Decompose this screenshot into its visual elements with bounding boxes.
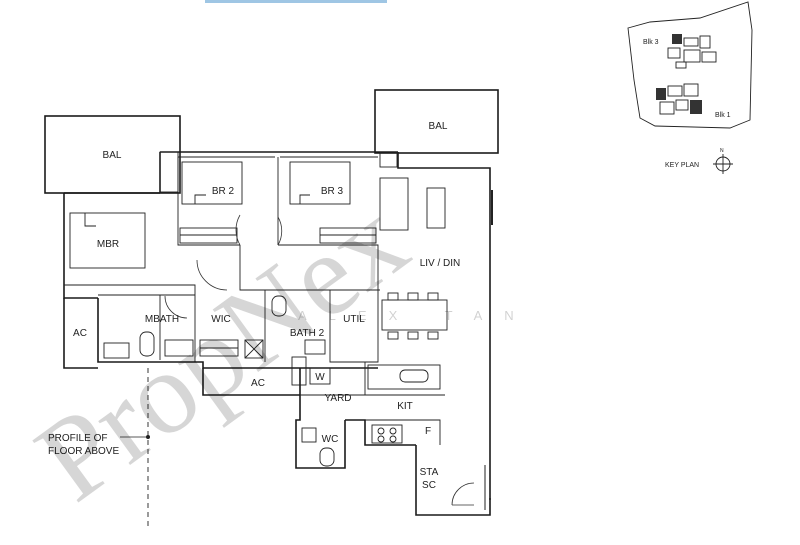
profile-note-line1: PROFILE OF (48, 433, 107, 444)
label-fridge: F (425, 426, 431, 437)
label-balcony-right: BAL (429, 121, 448, 132)
doors (164, 214, 475, 506)
label-w: W (315, 372, 325, 383)
watermark-agent: ALEX TAN (298, 308, 536, 323)
label-wic: WIC (211, 314, 230, 325)
label-mbath: MBATH (145, 314, 179, 325)
interior-walls (64, 151, 445, 515)
key-plan: Blk 3 Blk 1 KEY PLAN N (627, 1, 753, 174)
label-wc: WC (322, 434, 339, 445)
label-util: UTIL (343, 314, 365, 325)
key-plan-blk1-label: Blk 1 (715, 112, 731, 119)
label-stair-line2: SC (422, 480, 436, 491)
key-plan-block3 (667, 34, 717, 69)
label-br3: BR 3 (321, 186, 344, 197)
label-liv-din: LIV / DIN (420, 258, 461, 269)
north-label: N (720, 148, 724, 154)
label-bath2: BATH 2 (290, 328, 325, 339)
label-balcony-left: BAL (103, 150, 122, 161)
watermark-brand: PropNex (13, 173, 429, 526)
key-plan-blk3-label: Blk 3 (643, 39, 659, 46)
furniture (69, 161, 448, 467)
key-plan-label: KEY PLAN (665, 162, 699, 169)
label-ac-left: AC (73, 328, 87, 339)
top-crop-bar (205, 0, 387, 3)
profile-note-line2: FLOOR ABOVE (48, 446, 119, 457)
key-plan-block1 (656, 83, 702, 115)
balcony-right (374, 89, 499, 154)
label-ac-bottom: AC (251, 378, 265, 389)
label-br2: BR 2 (212, 186, 235, 197)
label-yard: YARD (324, 393, 351, 404)
label-stair-line1: STA (420, 467, 439, 478)
profile-floor-above (120, 368, 150, 530)
label-kit: KIT (397, 401, 413, 412)
label-mbr: MBR (97, 239, 119, 250)
